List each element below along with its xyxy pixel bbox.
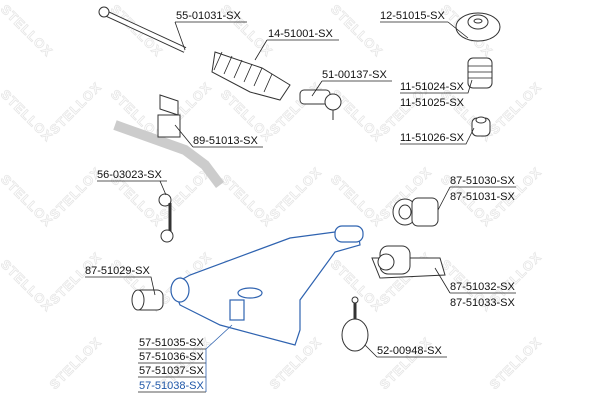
label-51-00137[interactable]: 51-00137-SX — [322, 69, 387, 81]
label-87-51031[interactable]: 87-51031-SX — [450, 191, 515, 203]
watermark-text: STELLOX — [487, 79, 545, 137]
label-87-51030[interactable]: 87-51030-SX — [450, 175, 515, 187]
watermark-text: STELLOX — [47, 79, 105, 137]
bracket-bushing-part — [371, 245, 446, 279]
watermark-text: STELLOX — [328, 172, 386, 230]
strut-mount-part — [455, 12, 501, 42]
label-87-51032[interactable]: 87-51032-SX — [450, 281, 515, 293]
tie-rod-part — [98, 6, 187, 53]
part-labels: 55-01031-SX 14-51001-SX 12-51015-SX 51-0… — [85, 10, 515, 392]
label-57-51038[interactable]: 57-51038-SX — [139, 380, 204, 392]
label-14-51001[interactable]: 14-51001-SX — [268, 28, 333, 40]
bump-stop-part — [467, 57, 493, 137]
watermark-text: STELLOX — [0, 87, 56, 145]
watermark-text: STELLOX — [0, 172, 56, 230]
ball-joint-part — [341, 296, 369, 352]
tie-rod-end-part — [299, 89, 342, 120]
watermark-text: STELLOX — [218, 172, 276, 230]
watermark-text: STELLOX — [47, 334, 105, 392]
label-89-51013[interactable]: 89-51013-SX — [193, 135, 258, 147]
label-87-51029[interactable]: 87-51029-SX — [85, 265, 150, 277]
front-bushing-part — [131, 289, 164, 311]
steering-boot-part — [211, 51, 291, 101]
watermark-text: STELLOX — [377, 334, 435, 392]
label-55-01031[interactable]: 55-01031-SX — [176, 10, 241, 22]
label-12-51015[interactable]: 12-51015-SX — [380, 10, 445, 22]
label-52-00948[interactable]: 52-00948-SX — [377, 345, 442, 357]
stabilizer-bar-part — [113, 94, 224, 188]
watermark-text: STELLOX — [267, 164, 325, 222]
watermark-text: STELLOX — [487, 334, 545, 392]
label-11-51026[interactable]: 11-51026-SX — [400, 132, 465, 144]
watermark-text: STELLOX — [328, 2, 386, 60]
watermark-text: STELLOX — [0, 2, 56, 60]
watermark-text: STELLOX — [47, 249, 105, 307]
label-57-51035[interactable]: 57-51035-SX — [139, 337, 204, 349]
label-57-51036[interactable]: 57-51036-SX — [139, 351, 204, 363]
label-11-51024[interactable]: 11-51024-SX — [400, 81, 465, 93]
leader-lines — [85, 21, 516, 393]
rear-bushing-part — [392, 197, 439, 227]
label-11-51025[interactable]: 11-51025-SX — [400, 97, 465, 109]
watermark-text: STELLOX — [47, 164, 105, 222]
watermark-text: STELLOX — [0, 257, 56, 315]
label-57-51037[interactable]: 57-51037-SX — [139, 365, 204, 377]
label-56-03023[interactable]: 56-03023-SX — [97, 169, 162, 181]
label-87-51033[interactable]: 87-51033-SX — [450, 297, 515, 309]
control-arm-part — [170, 225, 364, 346]
stabilizer-link-part — [158, 193, 174, 243]
